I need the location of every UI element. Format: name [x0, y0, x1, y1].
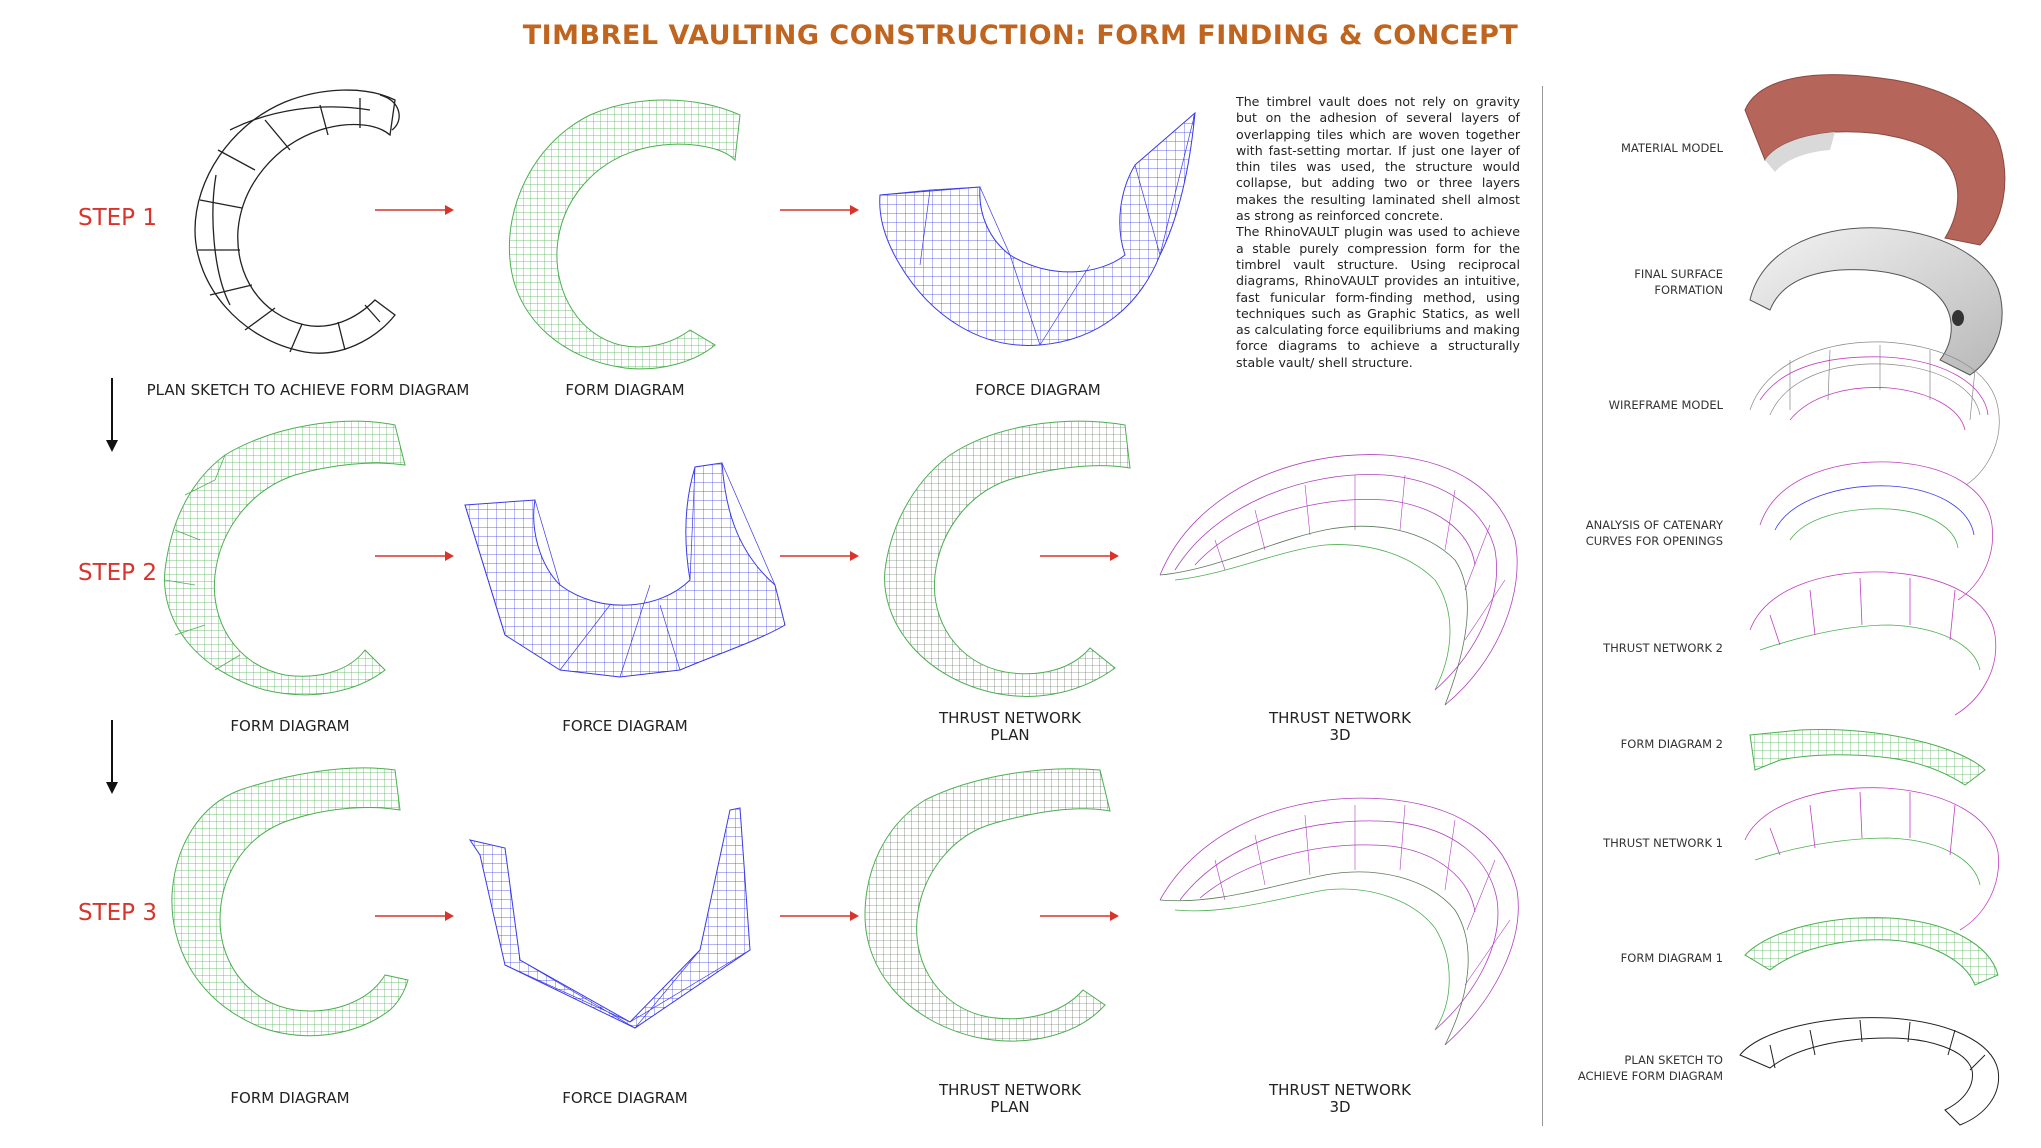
caption-line: 3D — [1329, 726, 1351, 744]
step-2-label: STEP 2 — [78, 560, 157, 586]
vertical-divider — [1542, 86, 1543, 1126]
arrow-right-3c — [1040, 911, 1119, 921]
label-wireframe-model: WIREFRAME MODEL — [1608, 398, 1723, 412]
caption-form-diagram-2: FORM DIAGRAM — [230, 717, 350, 735]
label-line: FINAL SURFACE — [1634, 267, 1723, 281]
description-text: The timbrel vault does not rely on gravi… — [1236, 94, 1520, 371]
label-form-diagram-1: FORM DIAGRAM 1 — [1620, 951, 1723, 965]
caption-line: THRUST NETWORK — [1268, 1081, 1412, 1099]
exploded-layers-figure — [1739, 74, 2006, 1126]
description-paragraph-1: The timbrel vault does not rely on gravi… — [1236, 94, 1520, 224]
label-material-model: MATERIAL MODEL — [1620, 141, 1723, 155]
exploded-axonometric: MATERIAL MODEL FINAL SURFACE FORMATION WI… — [1550, 70, 2041, 1148]
arrow-right-3b — [780, 911, 859, 921]
caption-line: THRUST NETWORK — [1268, 709, 1412, 727]
arrow-down-1 — [106, 378, 118, 452]
caption-force-diagram-1: FORCE DIAGRAM — [975, 381, 1101, 399]
caption-line: THRUST NETWORK — [938, 709, 1082, 727]
form-diagram-1-figure — [508, 99, 741, 370]
label-plan-sketch: PLAN SKETCH TO ACHIEVE FORM DIAGRAM — [1578, 1052, 1723, 1084]
label-final-surface: FINAL SURFACE FORMATION — [1634, 266, 1723, 298]
label-thrust-network-2: THRUST NETWORK 2 — [1603, 641, 1723, 655]
caption-force-diagram-3: FORCE DIAGRAM — [562, 1089, 688, 1107]
step-3-label: STEP 3 — [78, 900, 157, 926]
force-diagram-3-figure — [468, 807, 751, 1029]
label-thrust-network-1: THRUST NETWORK 1 — [1603, 836, 1723, 850]
arrow-right-3a — [375, 911, 454, 921]
thrust-network-3d-3-figure — [1159, 797, 1519, 1046]
label-line: FORMATION — [1654, 283, 1723, 297]
arrow-right-2a — [375, 551, 454, 561]
force-diagram-2-figure — [464, 462, 786, 678]
thrust-network-plan-2-figure — [884, 420, 1131, 697]
label-catenary-analysis: ANALYSIS OF CATENARY CURVES FOR OPENINGS — [1586, 517, 1723, 549]
label-form-diagram-2: FORM DIAGRAM 2 — [1620, 737, 1723, 751]
arrow-right-2b — [780, 551, 859, 561]
description-paragraph-2: The RhinoVAULT plugin was used to achiev… — [1236, 224, 1520, 370]
caption-force-diagram-2: FORCE DIAGRAM — [562, 717, 688, 735]
thrust-network-3d-2-figure — [1159, 454, 1518, 706]
label-line: ANALYSIS OF CATENARY — [1585, 518, 1723, 532]
page-title: TIMBREL VAULTING CONSTRUCTION: FORM FIND… — [522, 20, 1519, 51]
caption-form-diagram-1: FORM DIAGRAM — [565, 381, 685, 399]
caption-line: THRUST NETWORK — [938, 1081, 1082, 1099]
plan-sketch-figure — [194, 89, 400, 354]
label-line: PLAN SKETCH TO — [1624, 1053, 1723, 1067]
force-diagram-1-figure — [879, 111, 1196, 346]
arrow-right-2c — [1040, 551, 1119, 561]
caption-plan-sketch: PLAN SKETCH TO ACHIEVE FORM DIAGRAM — [146, 381, 470, 399]
step-1-label: STEP 1 — [78, 205, 157, 231]
form-diagram-2-figure — [164, 420, 406, 696]
label-line: ACHIEVE FORM DIAGRAM — [1577, 1069, 1723, 1083]
arrow-down-2 — [106, 720, 118, 794]
arrow-right-1a — [375, 205, 454, 215]
label-line: CURVES FOR OPENINGS — [1585, 534, 1723, 548]
caption-form-diagram-3: FORM DIAGRAM — [230, 1089, 350, 1107]
caption-line: 3D — [1329, 1098, 1351, 1116]
thrust-network-plan-3-figure — [864, 768, 1111, 1042]
arrow-right-1b — [780, 205, 859, 215]
caption-line: PLAN — [990, 726, 1030, 744]
form-diagram-3-figure — [171, 767, 409, 1037]
caption-line: PLAN — [990, 1098, 1030, 1116]
